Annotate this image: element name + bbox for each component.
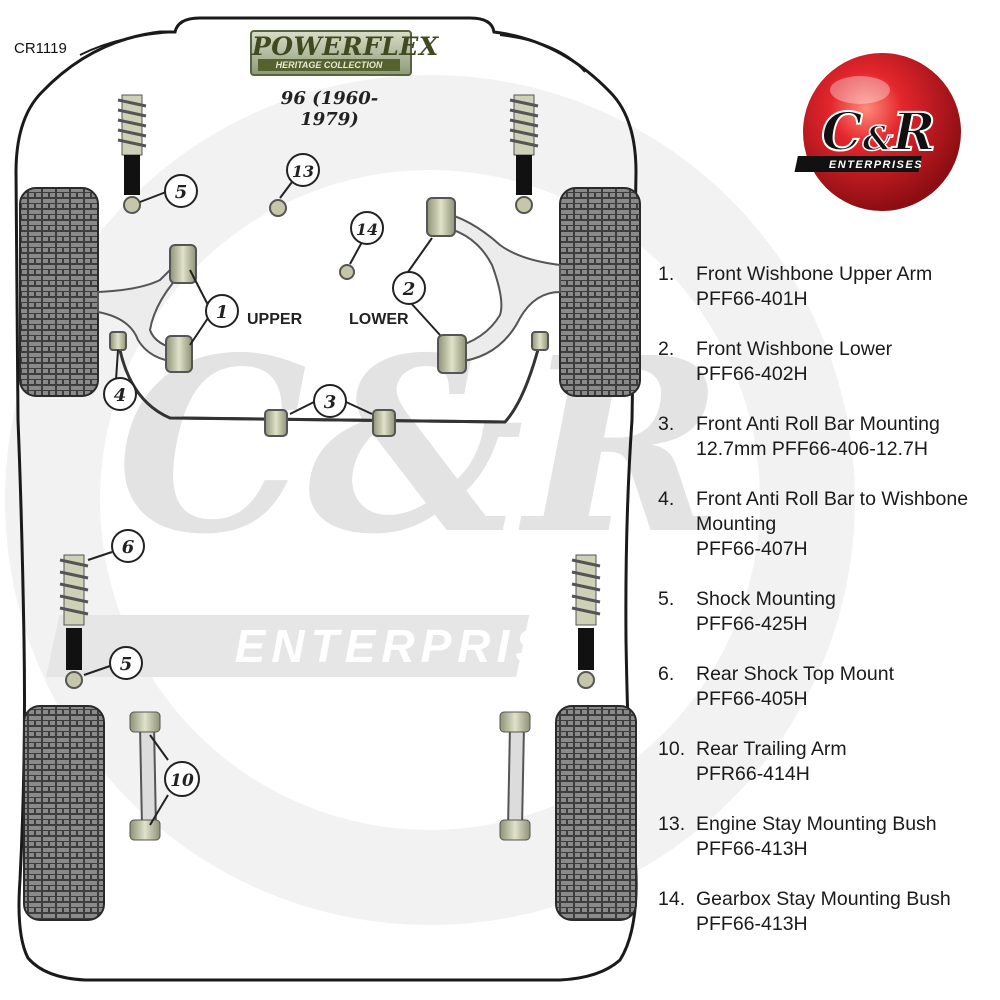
- svg-text:2: 2: [402, 279, 416, 300]
- rear-left-trailing-arm: [129, 711, 161, 841]
- front-left-wheel: [19, 187, 99, 397]
- bush-lower-arm: [426, 197, 467, 374]
- svg-text:3: 3: [324, 392, 337, 413]
- upper-label: UPPER: [247, 311, 303, 328]
- svg-text:R: R: [890, 102, 935, 163]
- svg-text:1: 1: [216, 302, 229, 323]
- watermark-word: ENTERPRISES: [235, 620, 626, 672]
- svg-text:14: 14: [356, 220, 378, 239]
- rear-left-spring: [59, 554, 89, 689]
- callout-13: 13: [286, 153, 320, 187]
- svg-text:&: &: [863, 119, 894, 159]
- leader-lines: [83, 181, 441, 826]
- rear-right-spring: [571, 554, 601, 689]
- callout-5-front: 5: [164, 174, 198, 208]
- powerflex-logo: POWERFLEX HERITAGE COLLECTION: [250, 30, 438, 88]
- front-right-wheel: [559, 187, 641, 397]
- svg-text:10: 10: [170, 771, 194, 791]
- front-right-spring: [509, 94, 539, 214]
- callout-3: 3: [313, 384, 347, 418]
- callout-2: 2: [392, 271, 426, 305]
- callout-6: 6: [111, 529, 145, 563]
- callout-14: 14: [350, 211, 384, 245]
- svg-text:5: 5: [175, 182, 188, 203]
- front-left-wishbone: [97, 256, 188, 364]
- callout-5-rear: 5: [109, 646, 143, 680]
- rear-right-wheel: [555, 705, 637, 921]
- svg-text:13: 13: [292, 162, 314, 181]
- callout-1: 1: [205, 294, 239, 328]
- rear-right-trailing-arm: [499, 711, 531, 841]
- model-title: 96 (1960-1979): [280, 88, 379, 130]
- bush-arb-link-left: [109, 331, 127, 351]
- bush-arb-right: [372, 409, 396, 437]
- svg-text:5: 5: [120, 654, 133, 675]
- legend-item: 4.Front Anti Roll Bar to Wishbone Mounti…: [658, 488, 969, 560]
- cr-enterprises-logo: C & R ENTERPRISES: [794, 53, 961, 211]
- callout-4: 4: [103, 377, 137, 411]
- bush-arb-link-right: [531, 331, 549, 351]
- callout-10: 10: [164, 761, 200, 797]
- anti-roll-bar: [116, 339, 542, 424]
- front-right-wishbone: [436, 210, 561, 364]
- svg-text:6: 6: [122, 537, 135, 558]
- svg-text:C: C: [821, 102, 862, 163]
- bush-engine-stay: [269, 199, 287, 217]
- brand-subtitle: HERITAGE COLLECTION: [258, 59, 400, 71]
- brand-name: POWERFLEX: [250, 30, 438, 76]
- svg-text:ENTERPRISES: ENTERPRISES: [829, 159, 923, 171]
- bush-arb-left: [264, 409, 288, 437]
- catalog-code: CR1119: [14, 40, 67, 57]
- lower-label: LOWER: [349, 311, 409, 328]
- bush-upper-arm: [165, 244, 197, 373]
- svg-text:4: 4: [114, 385, 127, 406]
- front-left-spring: [117, 94, 147, 214]
- bush-gearbox-stay: [339, 264, 355, 280]
- car-body-outline: [14, 16, 638, 982]
- rear-left-wheel: [23, 705, 105, 921]
